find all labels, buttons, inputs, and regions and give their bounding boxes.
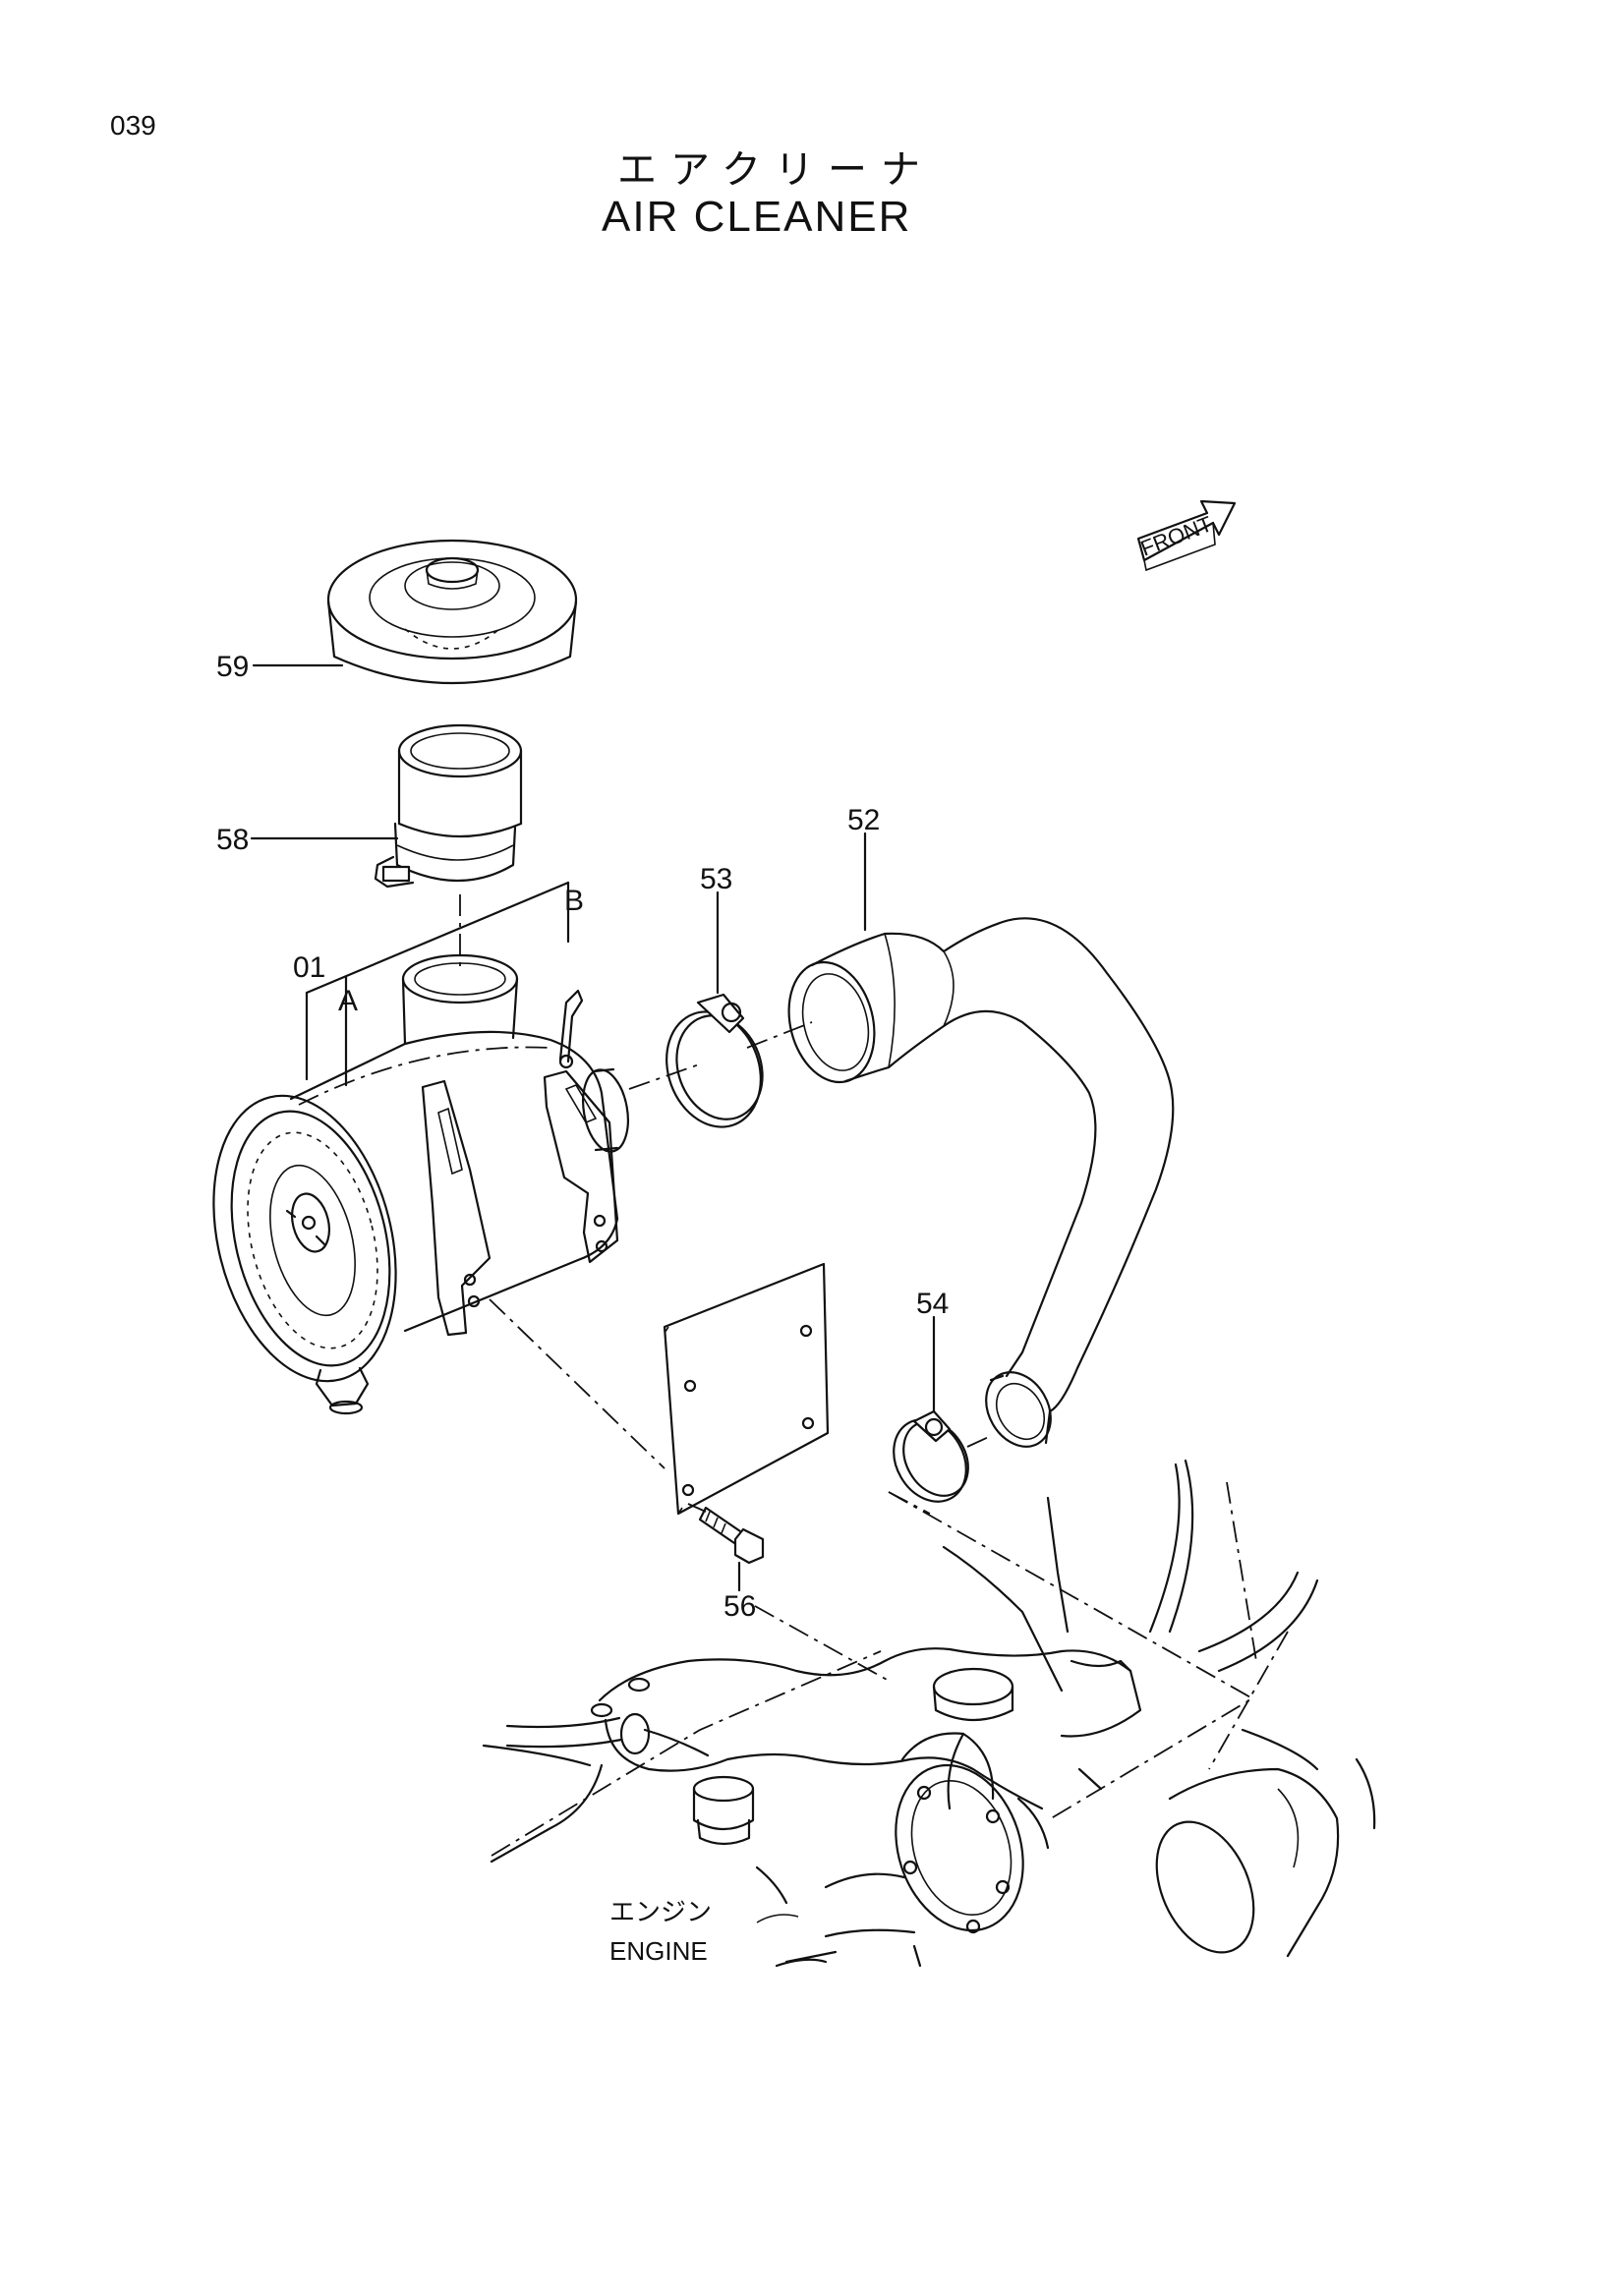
part-58-sleeve (374, 723, 523, 889)
part-54-hose-clamp (893, 1409, 969, 1503)
callout-B: B (564, 885, 584, 917)
page-number: 039 (110, 110, 156, 141)
engine-partial-view (482, 1459, 1376, 1968)
callout-56: 56 (723, 1590, 756, 1623)
callout-A: A (338, 985, 358, 1017)
engine-label-en: ENGINE (609, 1936, 708, 1966)
callout-59: 59 (216, 651, 249, 683)
title-japanese: エアクリーナ (617, 147, 934, 193)
callout-54: 54 (916, 1288, 949, 1320)
callout-53: 53 (700, 863, 732, 895)
air-cleaner-assembly (212, 953, 629, 1415)
callout-58: 58 (216, 824, 249, 856)
title-english: AIR CLEANER (602, 193, 912, 241)
callout-52: 52 (847, 804, 880, 836)
engine-label-jp: エンジン (609, 1897, 712, 1926)
mounting-plate (663, 1262, 830, 1516)
engine-label-leader (756, 1914, 799, 1923)
callout-01-bracket (305, 881, 570, 1087)
front-arrow-icon: FRONT (1137, 499, 1237, 572)
part-52-intake-hose (787, 917, 1175, 1448)
part-59-cover (326, 539, 578, 685)
callout-01: 01 (293, 951, 325, 984)
part-56-bolt (698, 1506, 765, 1565)
part-53-hose-clamp (665, 993, 764, 1128)
front-label: FRONT (1137, 511, 1216, 560)
